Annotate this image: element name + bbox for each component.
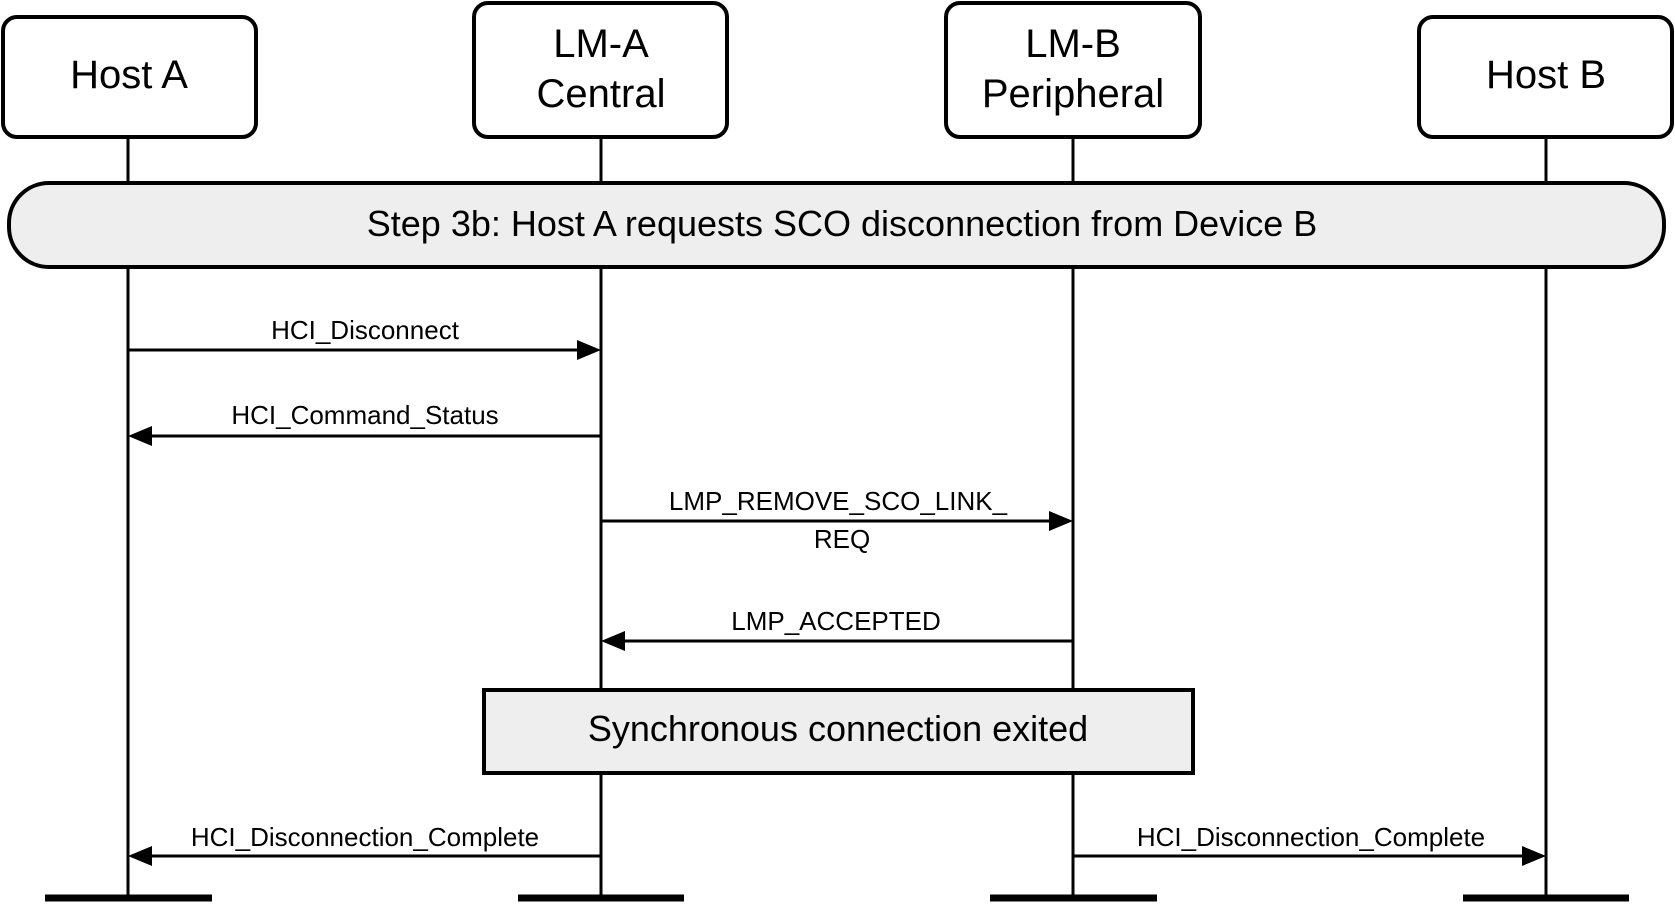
message-hci-command-status: HCI_Command_Status xyxy=(128,400,601,446)
participant-label-line2: Peripheral xyxy=(982,72,1164,116)
arrowhead-right-icon xyxy=(577,340,601,360)
arrowhead-right-icon xyxy=(1522,846,1546,866)
participant-box xyxy=(472,1,729,139)
message-label-line2: REQ xyxy=(814,524,870,554)
message-hci-disconnect: HCI_Disconnect xyxy=(128,315,601,360)
participant-box xyxy=(1,15,258,139)
message-label: HCI_Disconnection_Complete xyxy=(191,822,539,852)
state-note-box xyxy=(482,688,1195,775)
participant-label-line2: Central xyxy=(537,72,666,116)
step-banner-label: Step 3b: Host A requests SCO disconnecti… xyxy=(367,203,1317,244)
participant-label: Host B xyxy=(1486,53,1606,97)
participant-label: Host A xyxy=(70,53,188,97)
message-label: HCI_Command_Status xyxy=(231,400,498,430)
message-label: HCI_Disconnect xyxy=(271,315,460,345)
arrowhead-left-icon xyxy=(128,426,152,446)
arrowhead-right-icon xyxy=(1049,511,1073,531)
state-note: Synchronous connection exited xyxy=(482,688,1195,775)
participant-label-line1: LM-B xyxy=(1025,22,1121,66)
participant-host-a: Host A xyxy=(1,15,258,139)
message-lmp-accepted: LMP_ACCEPTED xyxy=(601,606,1073,651)
step-banner: Step 3b: Host A requests SCO disconnecti… xyxy=(7,181,1666,269)
message-label: LMP_ACCEPTED xyxy=(731,606,941,636)
state-note-label: Synchronous connection exited xyxy=(588,708,1088,749)
arrowhead-left-icon xyxy=(601,631,625,651)
message-hci-disconnection-complete-host-b: HCI_Disconnection_Complete xyxy=(1073,822,1546,866)
participant-lm-b: LM-B Peripheral xyxy=(944,1,1202,139)
participant-host-b: Host B xyxy=(1417,15,1674,139)
message-lmp-remove-sco-link-req: LMP_REMOVE_SCO_LINK_ REQ xyxy=(601,486,1073,554)
participant-label-line1: LM-A xyxy=(553,22,649,66)
participant-box xyxy=(944,1,1202,139)
message-label: HCI_Disconnection_Complete xyxy=(1137,822,1485,852)
message-label-line1: LMP_REMOVE_SCO_LINK_ xyxy=(669,486,1008,516)
participant-lm-a: LM-A Central xyxy=(472,1,729,139)
participant-box xyxy=(1417,15,1674,139)
step-banner-box xyxy=(7,181,1666,269)
arrowhead-left-icon xyxy=(128,846,152,866)
message-hci-disconnection-complete-host-a: HCI_Disconnection_Complete xyxy=(128,822,601,866)
